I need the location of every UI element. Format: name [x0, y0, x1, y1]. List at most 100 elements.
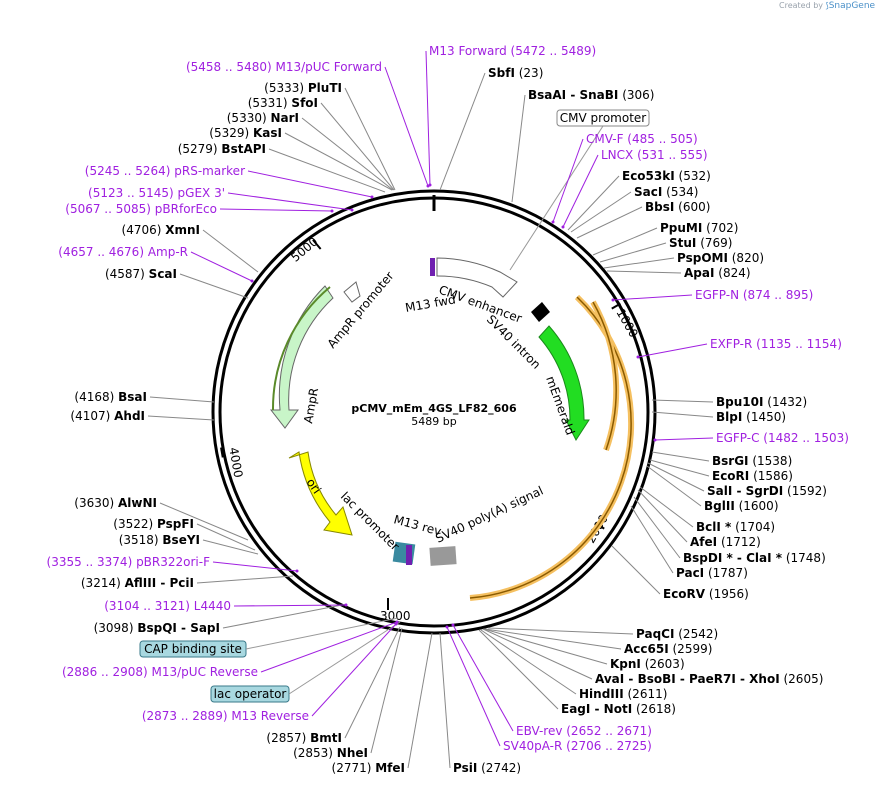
enzyme-label-sfoi: (5331) SfoI	[248, 96, 318, 110]
label-position: (2605)	[780, 672, 824, 686]
feature-sv40-polya	[429, 546, 457, 566]
label-name: M13/pUC Forward	[275, 60, 382, 74]
callout-cmv-promoter: CMV promoter	[560, 111, 647, 125]
label-position: (531 .. 555)	[633, 148, 707, 162]
connector-pluti	[344, 87, 396, 191]
label-sv40-polya: SV40 poly(A) signal	[433, 484, 545, 546]
label-ampr: AmpR	[301, 387, 321, 425]
connector-bpu10i	[651, 399, 714, 403]
label-name: BsaI	[118, 390, 147, 404]
label-name: NarI	[270, 111, 299, 125]
enzyme-label-ppumi: PpuMI (702)	[660, 221, 738, 235]
connector-acc65i	[484, 628, 622, 650]
label-position: (600)	[674, 200, 710, 214]
connector-bbsi	[576, 206, 643, 239]
label-position: (3104 .. 3121)	[104, 599, 194, 613]
label-name: KasI	[253, 126, 282, 140]
label-position: (2853)	[293, 746, 337, 760]
label-name: BspDI * - ClaI *	[683, 551, 783, 565]
primer-site-lncx	[561, 225, 565, 229]
label-name: PacI	[676, 566, 704, 580]
enzyme-label-bsaai-snabi: BsaAI - SnaBI (306)	[528, 88, 654, 102]
feature-sv40-intron	[531, 302, 550, 322]
label-position: (1704)	[731, 520, 775, 534]
enzyme-label-blpi: BlpI (1450)	[716, 410, 786, 424]
label-position: (1432)	[763, 395, 807, 409]
enzyme-label-bspdi-clai: BspDI * - ClaI * (1748)	[683, 551, 826, 565]
label-position: (3098)	[94, 621, 138, 635]
label-position: (2771)	[332, 761, 376, 775]
label-name: BclI *	[696, 520, 732, 534]
label-position: (4587)	[105, 267, 149, 281]
primer-site-egfp-c	[653, 438, 657, 442]
label-position: (4107)	[70, 409, 114, 423]
label-name: pRS-marker	[174, 164, 245, 178]
label-name: BsrGI	[712, 454, 749, 468]
connector-sali-sgrdi	[647, 462, 705, 492]
primer-site-pgex-3	[350, 208, 354, 212]
label-name: pBR322ori-F	[136, 555, 210, 569]
label-name: AfeI	[690, 535, 717, 549]
label-name: EGFP-N	[695, 288, 739, 302]
label-name: AvaI - BsoBI - PaeR7I - XhoI	[595, 672, 780, 686]
connector-stui	[599, 242, 667, 263]
primer-site-ebv-rev	[451, 623, 455, 627]
enzyme-label-kasi: (5329) KasI	[209, 126, 282, 140]
connector-afliii-pcii	[196, 575, 294, 584]
feature-m13-fwd-mark	[430, 258, 435, 276]
primer-label-egfp-c: EGFP-C (1482 .. 1503)	[716, 431, 849, 445]
connector-cmv-f	[552, 138, 584, 223]
primer-site-exfp-r	[636, 355, 640, 359]
connector-m13-reverse	[311, 623, 397, 717]
connector-kpni	[483, 628, 608, 665]
label-m13-rev: M13 rev	[392, 512, 443, 538]
connector-bcli	[639, 486, 694, 528]
label-name: M13 Forward	[429, 44, 507, 58]
plasmid-name: pCMV_mEm_4GS_LF82_606	[351, 402, 517, 415]
connector-paci	[630, 505, 674, 574]
connector-bstapi	[268, 148, 386, 193]
primer-label-m13-puc-forward: (5458 .. 5480) M13/pUC Forward	[186, 60, 382, 74]
boxed-callouts: CMV promoter CAP binding site lac operat…	[139, 109, 650, 703]
connector-ahdi	[147, 415, 215, 421]
connector-bspqi-sapi	[222, 603, 348, 629]
label-name: PpuMI	[660, 221, 702, 235]
label-name: ApaI	[684, 266, 714, 280]
connector-ecorv	[611, 545, 661, 595]
connector-sbfi	[439, 72, 486, 191]
connector-apai	[606, 270, 682, 274]
label-position: (5458 .. 5480)	[186, 60, 276, 74]
label-name: EBV-rev	[516, 724, 562, 738]
enzyme-label-eco53ki: Eco53kI (532)	[622, 169, 711, 183]
connector-ecori	[649, 459, 710, 477]
enzyme-label-bpu10i: Bpu10I (1432)	[716, 395, 807, 409]
label-name: Bpu10I	[716, 395, 763, 409]
plasmid-length: 5489 bp	[411, 415, 456, 428]
label-position: (1956)	[705, 587, 749, 601]
label-name: SV40pA-R	[503, 739, 562, 753]
label-name: BspQI - SapI	[137, 621, 220, 635]
primer-site-prs-marker	[370, 195, 374, 199]
label-name: HindIII	[579, 687, 624, 701]
primer-label-amp-r: (4657 .. 4676) Amp-R	[58, 245, 188, 259]
label-position: (5330)	[227, 111, 271, 125]
primer-label-m13-puc-reverse: (2886 .. 2908) M13/pUC Reverse	[62, 665, 258, 679]
label-position: (1538)	[749, 454, 793, 468]
label-name: BsaAI - SnaBI	[528, 88, 618, 102]
label-name: Acc65I	[624, 642, 669, 656]
label-position: (2886 .. 2908)	[62, 665, 152, 679]
label-name: L4440	[194, 599, 231, 613]
tick-5000: 5000	[288, 234, 320, 264]
label-position: (2652 .. 2671)	[562, 724, 652, 738]
enzyme-label-avai-bsobi-paer7i-xhoi: AvaI - BsoBI - PaeR7I - XhoI (2605)	[595, 672, 823, 686]
primer-site-m13-puc-reverse	[395, 620, 399, 624]
connector-bseyi	[202, 539, 259, 555]
label-name: KpnI	[610, 657, 641, 671]
primer-label-ebv-rev: EBV-rev (2652 .. 2671)	[516, 724, 652, 738]
label-position: (4657 .. 4676)	[58, 245, 148, 259]
connector-m13-puc-reverse	[260, 621, 398, 673]
connector-m13-forward	[425, 50, 431, 186]
enzyme-label-bspqi-sapi: (3098) BspQI - SapI	[94, 621, 220, 635]
label-position: (5067 .. 5085)	[65, 202, 155, 216]
connector-scai	[179, 273, 249, 299]
